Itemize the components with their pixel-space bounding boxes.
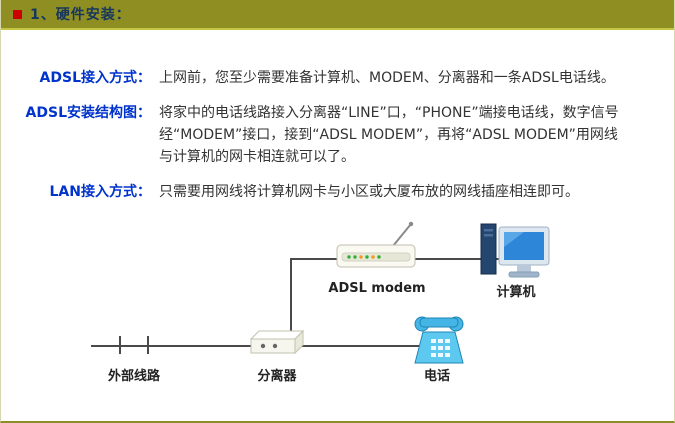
row-label: ADSL接入方式：	[39, 70, 151, 86]
telephone-icon	[414, 316, 464, 364]
connection-diagram: ADSL modem 计算机 外部线路 分离器 电话	[1, 205, 674, 421]
computer-label: 计算机	[496, 285, 536, 300]
splitter-to-modem-line	[290, 258, 292, 347]
line-tick-icon	[119, 336, 121, 354]
section-header: 1、硬件安装：	[1, 0, 674, 30]
instruction-row-lan-access: LAN接入方式： 只需要用网线将计算机网卡与小区或大厦布放的网线插座相连即可。	[1, 181, 674, 203]
external-line-label: 外部线路	[107, 369, 160, 384]
instructions: ADSL接入方式： 上网前，您至少需要准备计算机、MODEM、分离器和一条ADS…	[1, 30, 674, 203]
instruction-row-adsl-structure: ADSL安装结构图： 将家中的电话线路接入分离器“LINE”口，“PHONE”端…	[1, 102, 674, 168]
row-label: LAN接入方式：	[49, 184, 151, 200]
instruction-row-adsl-access: ADSL接入方式： 上网前，您至少需要准备计算机、MODEM、分离器和一条ADS…	[1, 67, 674, 89]
adsl-modem-icon	[336, 221, 416, 268]
splitter-icon	[249, 329, 305, 355]
modem-label: ADSL modem	[328, 281, 426, 296]
computer-icon	[480, 223, 550, 278]
phone-label: 电话	[423, 369, 450, 384]
row-text: 上网前，您至少需要准备计算机、MODEM、分离器和一条ADSL电话线。	[159, 70, 615, 86]
row-label: ADSL安装结构图：	[25, 105, 151, 121]
row-text: 将家中的电话线路接入分离器“LINE”口，“PHONE”端接电话线，数字信号经“…	[159, 105, 619, 165]
splitter-label: 分离器	[257, 369, 297, 384]
row-text: 只需要用网线将计算机网卡与小区或大厦布放的网线插座相连即可。	[159, 184, 579, 200]
section-title: 1、硬件安装：	[30, 7, 131, 23]
line-tick-icon	[147, 336, 149, 354]
red-square-bullet-icon	[13, 9, 22, 19]
